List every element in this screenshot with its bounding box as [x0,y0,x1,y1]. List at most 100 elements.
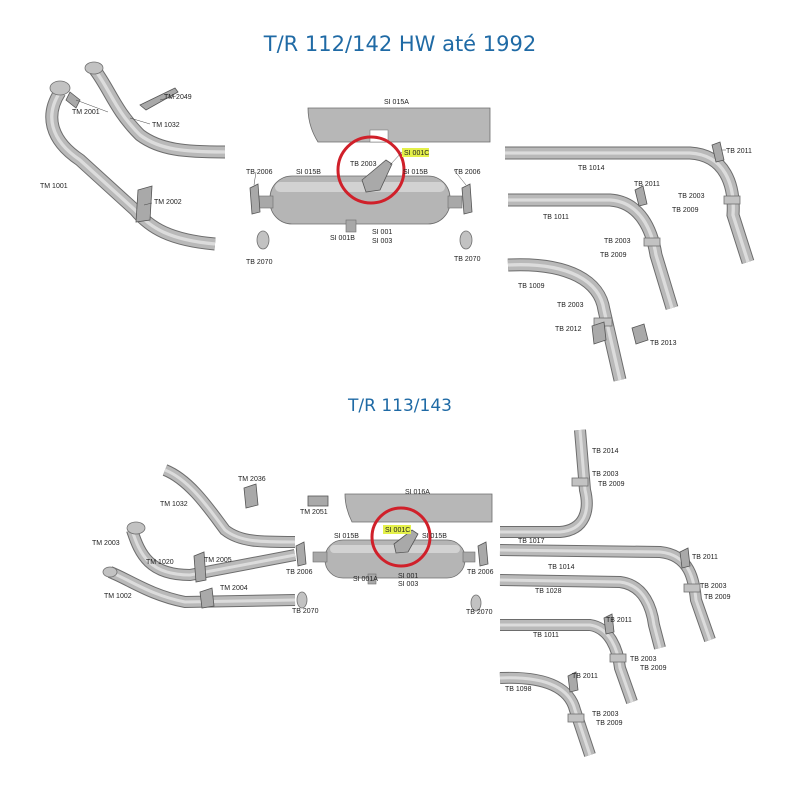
label-tb1009: TB 1009 [518,283,545,290]
label-tb2003-center: TB 2003 [350,161,377,168]
label-tb1014: TB 1014 [578,165,605,172]
highlight-circle-bottom [370,506,432,568]
bracket-tm2005 [193,551,207,583]
pipe-tb1098 [499,671,596,757]
flange-tm1032 [84,61,104,75]
clamp-tb2070-left [256,230,270,250]
pipe-tb1009-pipe-hl [507,263,622,381]
label-bottom-tb1011: TB 1011 [533,632,559,639]
pipe-bottom-tb1011-pipe-hl [500,623,634,703]
leader-lines-top [75,95,726,206]
label-si015b-right: SI 015B [403,169,428,176]
label-tm1020: TM 1020 [146,559,174,566]
bracket-bottom-tb2006-right [477,541,489,567]
label-bottom-si001: SI 001 [398,573,418,580]
pipe-tm1001-pipe-hl [50,91,216,246]
pipe-tm1020 [126,528,297,582]
bracket-tb2003-center [361,159,393,193]
label-tm2001: TM 2001 [72,109,100,116]
pipe-bottom-tb1014 [499,544,716,642]
bracket-bottom-tb2011-b [603,613,615,635]
pipe-tb1017-pipe-hl [500,429,589,534]
heat-shield-si016a [344,493,493,523]
pipe-tm1032-pipe-hl [93,69,226,154]
label-bottom-tb2003-a: TB 2003 [592,471,619,478]
label-tm1002: TM 1002 [104,593,132,600]
bracket-tm2002 [135,185,153,223]
label-si015b-left: SI 015B [296,169,321,176]
label-tm2051: TM 2051 [300,509,328,516]
bracket-tm2004 [199,587,215,609]
label-bottom-tb2006-left: TB 2006 [286,569,313,576]
pipe-tm1002-pipe-hl [109,570,296,604]
flange-tm2003 [126,521,146,535]
highlight-si001c-top [402,148,429,157]
pipe-tb1014-pipe-hl [505,151,750,263]
pipe-tb1028-pipe-hl [499,578,662,649]
label-tb2070-right: TB 2070 [454,256,481,263]
clamp-bottom-tb2070-right [470,594,482,612]
pipe-bottom-tb1014-pipe-hl [499,548,712,641]
bottom-silencer-si001 [312,539,476,585]
label-si003: SI 003 [372,238,392,245]
label-si001b: SI 001B [330,235,355,242]
label-tb1017: TB 1017 [518,538,545,545]
label-bottom-si001c: SI 001C [385,527,410,534]
clamp-tb2003-b [643,237,661,247]
pipe-bottom-tb1011 [500,619,638,704]
label-tm2036: TM 2036 [238,476,266,483]
pipe-tb1028-pipe-body [499,575,665,650]
silencer-si001 [254,175,463,233]
label-tb2003-d: TB 2003 [557,302,584,309]
pipe-tm1020-pipe-hl [130,529,296,577]
label-tb1028: TB 1028 [535,588,562,595]
label-tb2011-a: TB 2011 [726,148,752,155]
label-tb2003-b: TB 2003 [604,238,631,245]
label-si001a: SI 001A [353,576,378,583]
bracket-tb2011-a [711,141,725,163]
pipe-tm1002 [107,566,296,609]
bracket-tb2013 [631,323,649,345]
label-tm1001: TM 1001 [40,183,68,190]
label-tb2009-a: TB 2009 [672,207,699,214]
label-bottom-si003: SI 003 [398,581,418,588]
highlight-circle-top [336,135,406,205]
pipe-tb1017 [500,429,593,538]
bracket-bottom-tb2011-c [567,671,579,693]
label-tm2049: TM 2049 [164,94,192,101]
label-tb2009-b: TB 2009 [600,252,627,259]
bracket-tb2006-left [249,183,261,215]
label-bottom-tb2011-b: TB 2011 [606,617,632,624]
clamp-bottom-tb2003-c [609,653,627,663]
label-bottom-si015b-left: SI 015B [334,533,359,540]
label-bottom-tb2011-c: TB 2011 [572,673,598,680]
label-bottom-tb2006-right: TB 2006 [467,569,494,576]
bracket-tm2001 [65,91,81,109]
label-tm1032: TM 1032 [152,122,180,129]
pipe-tb1098-pipe-hl [499,676,592,756]
label-si016a: SI 016A [405,489,430,496]
pipe-tm1001 [45,88,216,251]
label-si001: SI 001 [372,229,392,236]
label-tb2014: TB 2014 [592,448,619,455]
bracket-tm2049 [139,87,179,111]
clamp-bottom-tb2003-d [567,713,585,723]
label-bottom-si015b-right: SI 015B [422,533,447,540]
label-tb1011: TB 1011 [543,214,569,221]
label-si015a: SI 015A [384,99,409,106]
label-tb2011-b: TB 2011 [634,181,660,188]
bracket-tb2006-right [461,183,473,215]
diagram-title-top: T/R 112/142 HW até 1992 [263,32,537,56]
pipe-tb1014 [505,146,755,264]
label-tm2002: TM 2002 [154,199,182,206]
label-bottom-tm1032: TM 1032 [160,501,188,508]
clamp-tb2014 [571,477,589,487]
label-tm2004: TM 2004 [220,585,248,592]
bracket-tm2036 [243,483,259,509]
flange-tm1002 [102,566,118,578]
pipe-tb1011 [508,193,679,310]
bottom-assembly: TM 2036 TM 1032 TM 2003 TM 1020 TM 2005 … [92,429,731,757]
label-tb2013: TB 2013 [650,340,677,347]
clamp-tb2070-right [459,230,473,250]
